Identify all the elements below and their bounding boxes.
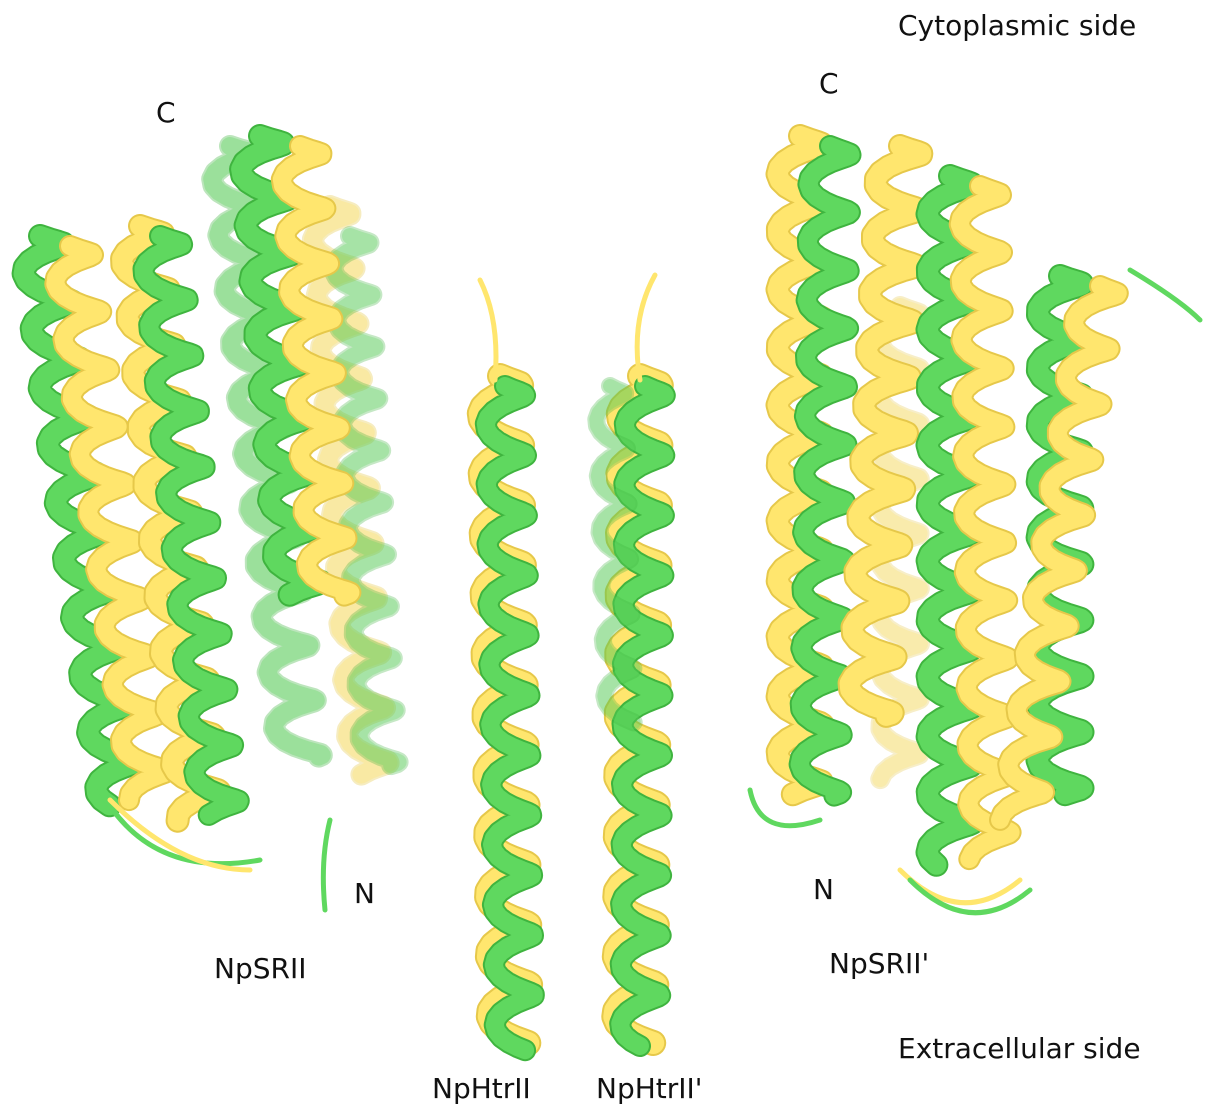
npsrii-prime-label: NpSRII' — [829, 950, 929, 978]
c-terminus-label-right: C — [819, 70, 839, 98]
loop-tail — [1130, 270, 1200, 320]
extracellular-side-label: Extracellular side — [898, 1035, 1141, 1063]
nphtrii-prime-label: NpHtrII' — [596, 1075, 702, 1103]
loop-tail — [480, 280, 496, 380]
nphtrii-label: NpHtrII — [432, 1075, 531, 1103]
npsrii-label: NpSRII — [214, 955, 306, 983]
cytoplasmic-side-label: Cytoplasmic side — [898, 12, 1136, 40]
loop-tail — [637, 275, 655, 380]
c-terminus-label-left: C — [156, 99, 176, 127]
n-terminus-label-right: N — [813, 876, 834, 904]
loop-tail — [323, 820, 330, 910]
n-terminus-label-left: N — [354, 880, 375, 908]
